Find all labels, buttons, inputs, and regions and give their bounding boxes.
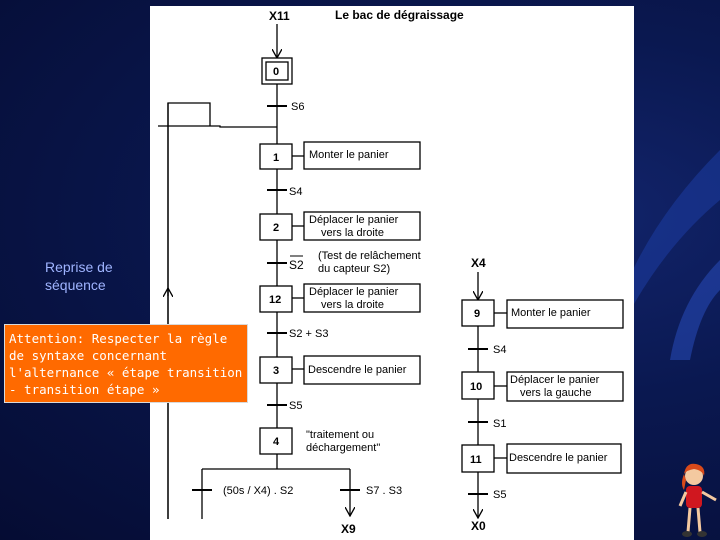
step-12-number: 12 [269, 294, 281, 306]
step-11: 11 Descendre le panier [461, 443, 622, 474]
diagram-title: Le bac de dégraissage [335, 8, 464, 22]
transition-s1-label: S1 [493, 418, 506, 430]
step-1-number: 1 [273, 152, 279, 164]
step-3-number: 3 [273, 365, 279, 377]
step-2-number: 2 [273, 222, 279, 234]
reprise-label: Reprise de séquence [45, 259, 113, 293]
transition-s4-side-label: S4 [493, 344, 506, 356]
transition-s4-label: S4 [289, 186, 302, 198]
syntax-warning-note: Attention: Respecter la règle de syntaxe… [4, 324, 248, 403]
grafcet-sheet: Le bac de dégraissage X11 0 S6 1 Monter … [150, 6, 634, 540]
grafcet-diagram: Le bac de dégraissage X11 0 S6 1 Monter … [158, 8, 624, 536]
transition-s6-label: S6 [291, 101, 304, 113]
right-condition: S7 . S3 [366, 485, 402, 497]
step-11-action: Descendre le panier [509, 452, 608, 464]
exit-ref-x9: X9 [341, 522, 356, 536]
transition-s5-main-label: S5 [289, 400, 302, 412]
transition-not-s2-label: S2 [289, 258, 304, 272]
girl-illustration [678, 463, 717, 537]
step-1: 1 Monter le panier [259, 141, 421, 170]
step-9-number: 9 [474, 308, 480, 320]
step-3: 3 Descendre le panier [259, 355, 421, 385]
step-0-number: 0 [273, 66, 279, 78]
background-swoosh [620, 150, 720, 360]
transition-s2-s3-label: S2 + S3 [289, 328, 328, 340]
step-9-action: Monter le panier [511, 307, 591, 319]
step-4-number: 4 [273, 436, 280, 448]
exit-ref-x0: X0 [471, 519, 486, 533]
step-9: 9 Monter le panier [461, 299, 624, 329]
step-0: 0 [261, 57, 293, 85]
entry-ref-x11: X11 [269, 9, 290, 23]
step-1-action: Monter le panier [309, 149, 389, 161]
step-10-number: 10 [470, 381, 482, 393]
step-3-action: Descendre le panier [308, 364, 407, 376]
transition-s5-side-label: S5 [493, 489, 506, 501]
loop-back-junction [158, 125, 277, 128]
left-condition: (50s / X4) . S2 [223, 485, 293, 497]
step-11-number: 11 [470, 454, 482, 466]
entry-ref-x4: X4 [471, 256, 486, 270]
